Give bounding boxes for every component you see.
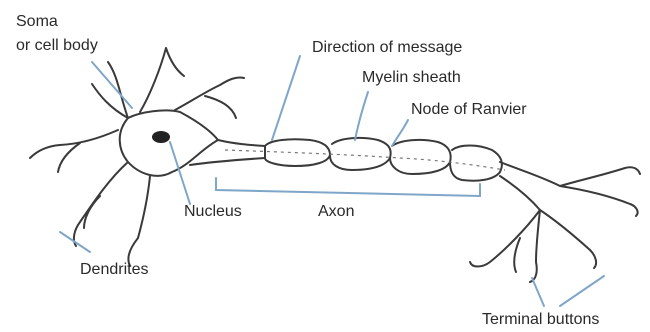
label-dendrites: Dendrites	[80, 261, 148, 278]
nucleus-dot	[152, 131, 170, 143]
label-soma-line1: Soma	[16, 13, 58, 30]
label-soma-line2: or cell body	[16, 37, 98, 54]
label-node: Node of Ranvier	[411, 101, 527, 118]
label-axon: Axon	[318, 203, 354, 220]
label-direction: Direction of message	[312, 39, 462, 56]
label-nucleus: Nucleus	[184, 203, 242, 220]
myelin-segments	[265, 138, 502, 181]
axon-terminals	[470, 162, 640, 282]
soma-body	[120, 110, 218, 175]
label-myelin: Myelin sheath	[362, 69, 461, 86]
label-terminal: Terminal buttons	[482, 311, 599, 328]
